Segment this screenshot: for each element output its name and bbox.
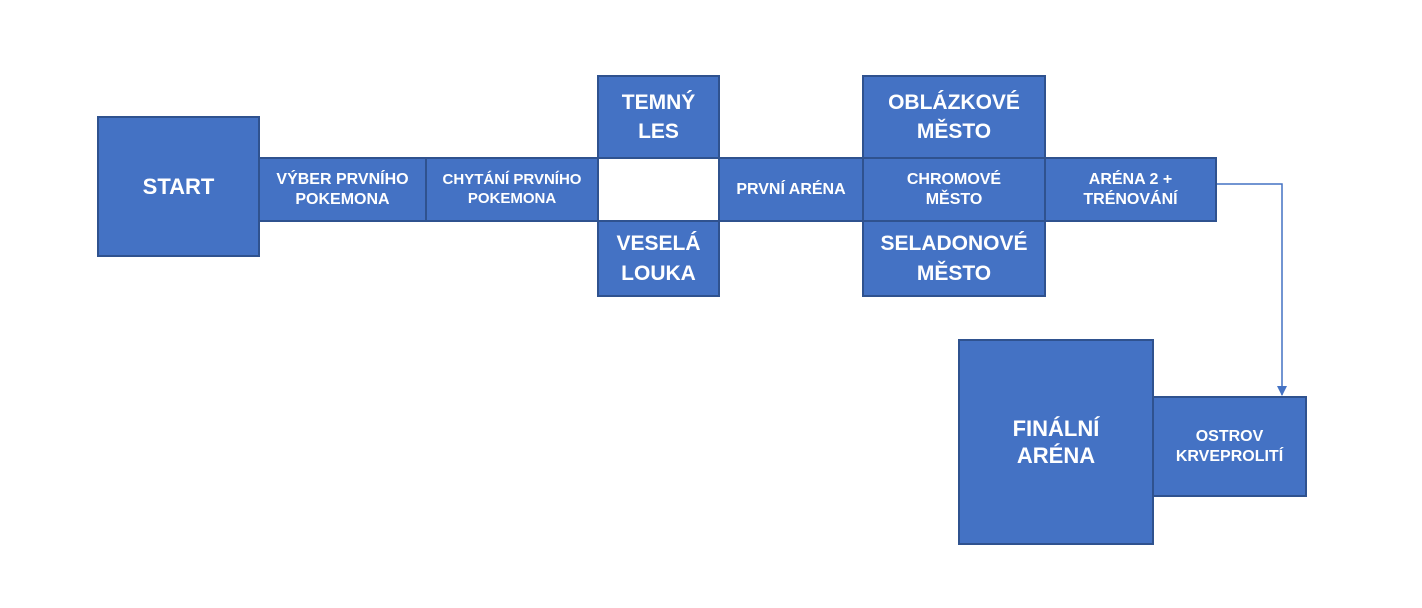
- seladonove-mesto-node: SELADONOVÉ MĚSTO: [862, 220, 1046, 297]
- temny-les-node: TEMNÝ LES: [597, 75, 720, 159]
- oblazkove-mesto-node: OBLÁZKOVÉ MĚSTO: [862, 75, 1046, 159]
- chytani-prvniho-pokemona-node: CHYTÁNÍ PRVNÍHO POKEMONA: [425, 157, 599, 222]
- finalni-arena-node: FINÁLNÍ ARÉNA: [958, 339, 1154, 545]
- prvni-arena-node: PRVNÍ ARÉNA: [718, 157, 864, 222]
- vyber-prvniho-pokemona-node: VÝBER PRVNÍHO POKEMONA: [258, 157, 427, 222]
- arena-2-trenovani-node: ARÉNA 2 + TRÉNOVÁNÍ: [1044, 157, 1217, 222]
- ostrov-krveprolite-node: OSTROV KRVEPROLITÍ: [1152, 396, 1307, 497]
- connector-line: [1217, 183, 1287, 396]
- start-node: START: [97, 116, 260, 257]
- vesela-louka-node: VESELÁ LOUKA: [597, 220, 720, 297]
- empty-crossroad-node: [597, 157, 720, 222]
